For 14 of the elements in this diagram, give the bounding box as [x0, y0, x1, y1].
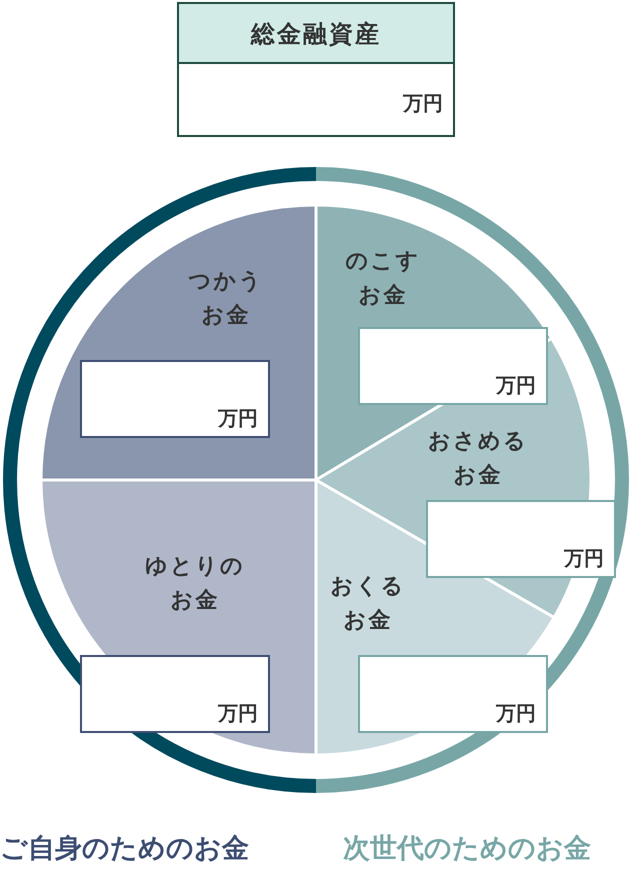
heading-text: おくるお金 — [330, 573, 406, 635]
group-label: ご自身のためのお金 — [0, 832, 249, 866]
total-assets-box — [177, 2, 455, 137]
amount-field: 万円 — [80, 360, 270, 438]
amount-field: 万円 — [358, 655, 548, 733]
heading-text: 総金融資産 — [179, 4, 453, 64]
group-label: 次世代のためのお金 — [343, 832, 591, 866]
heading-text: つかうお金 — [188, 268, 264, 330]
heading-text: ゆとりのお金 — [145, 553, 245, 615]
heading-text: おさめるお金 — [428, 428, 528, 490]
amount-field: 万円 — [80, 655, 270, 733]
amount-field: 万円 — [358, 327, 548, 405]
heading-text: のこすお金 — [345, 248, 421, 310]
amount-field: 万円 — [426, 500, 616, 578]
